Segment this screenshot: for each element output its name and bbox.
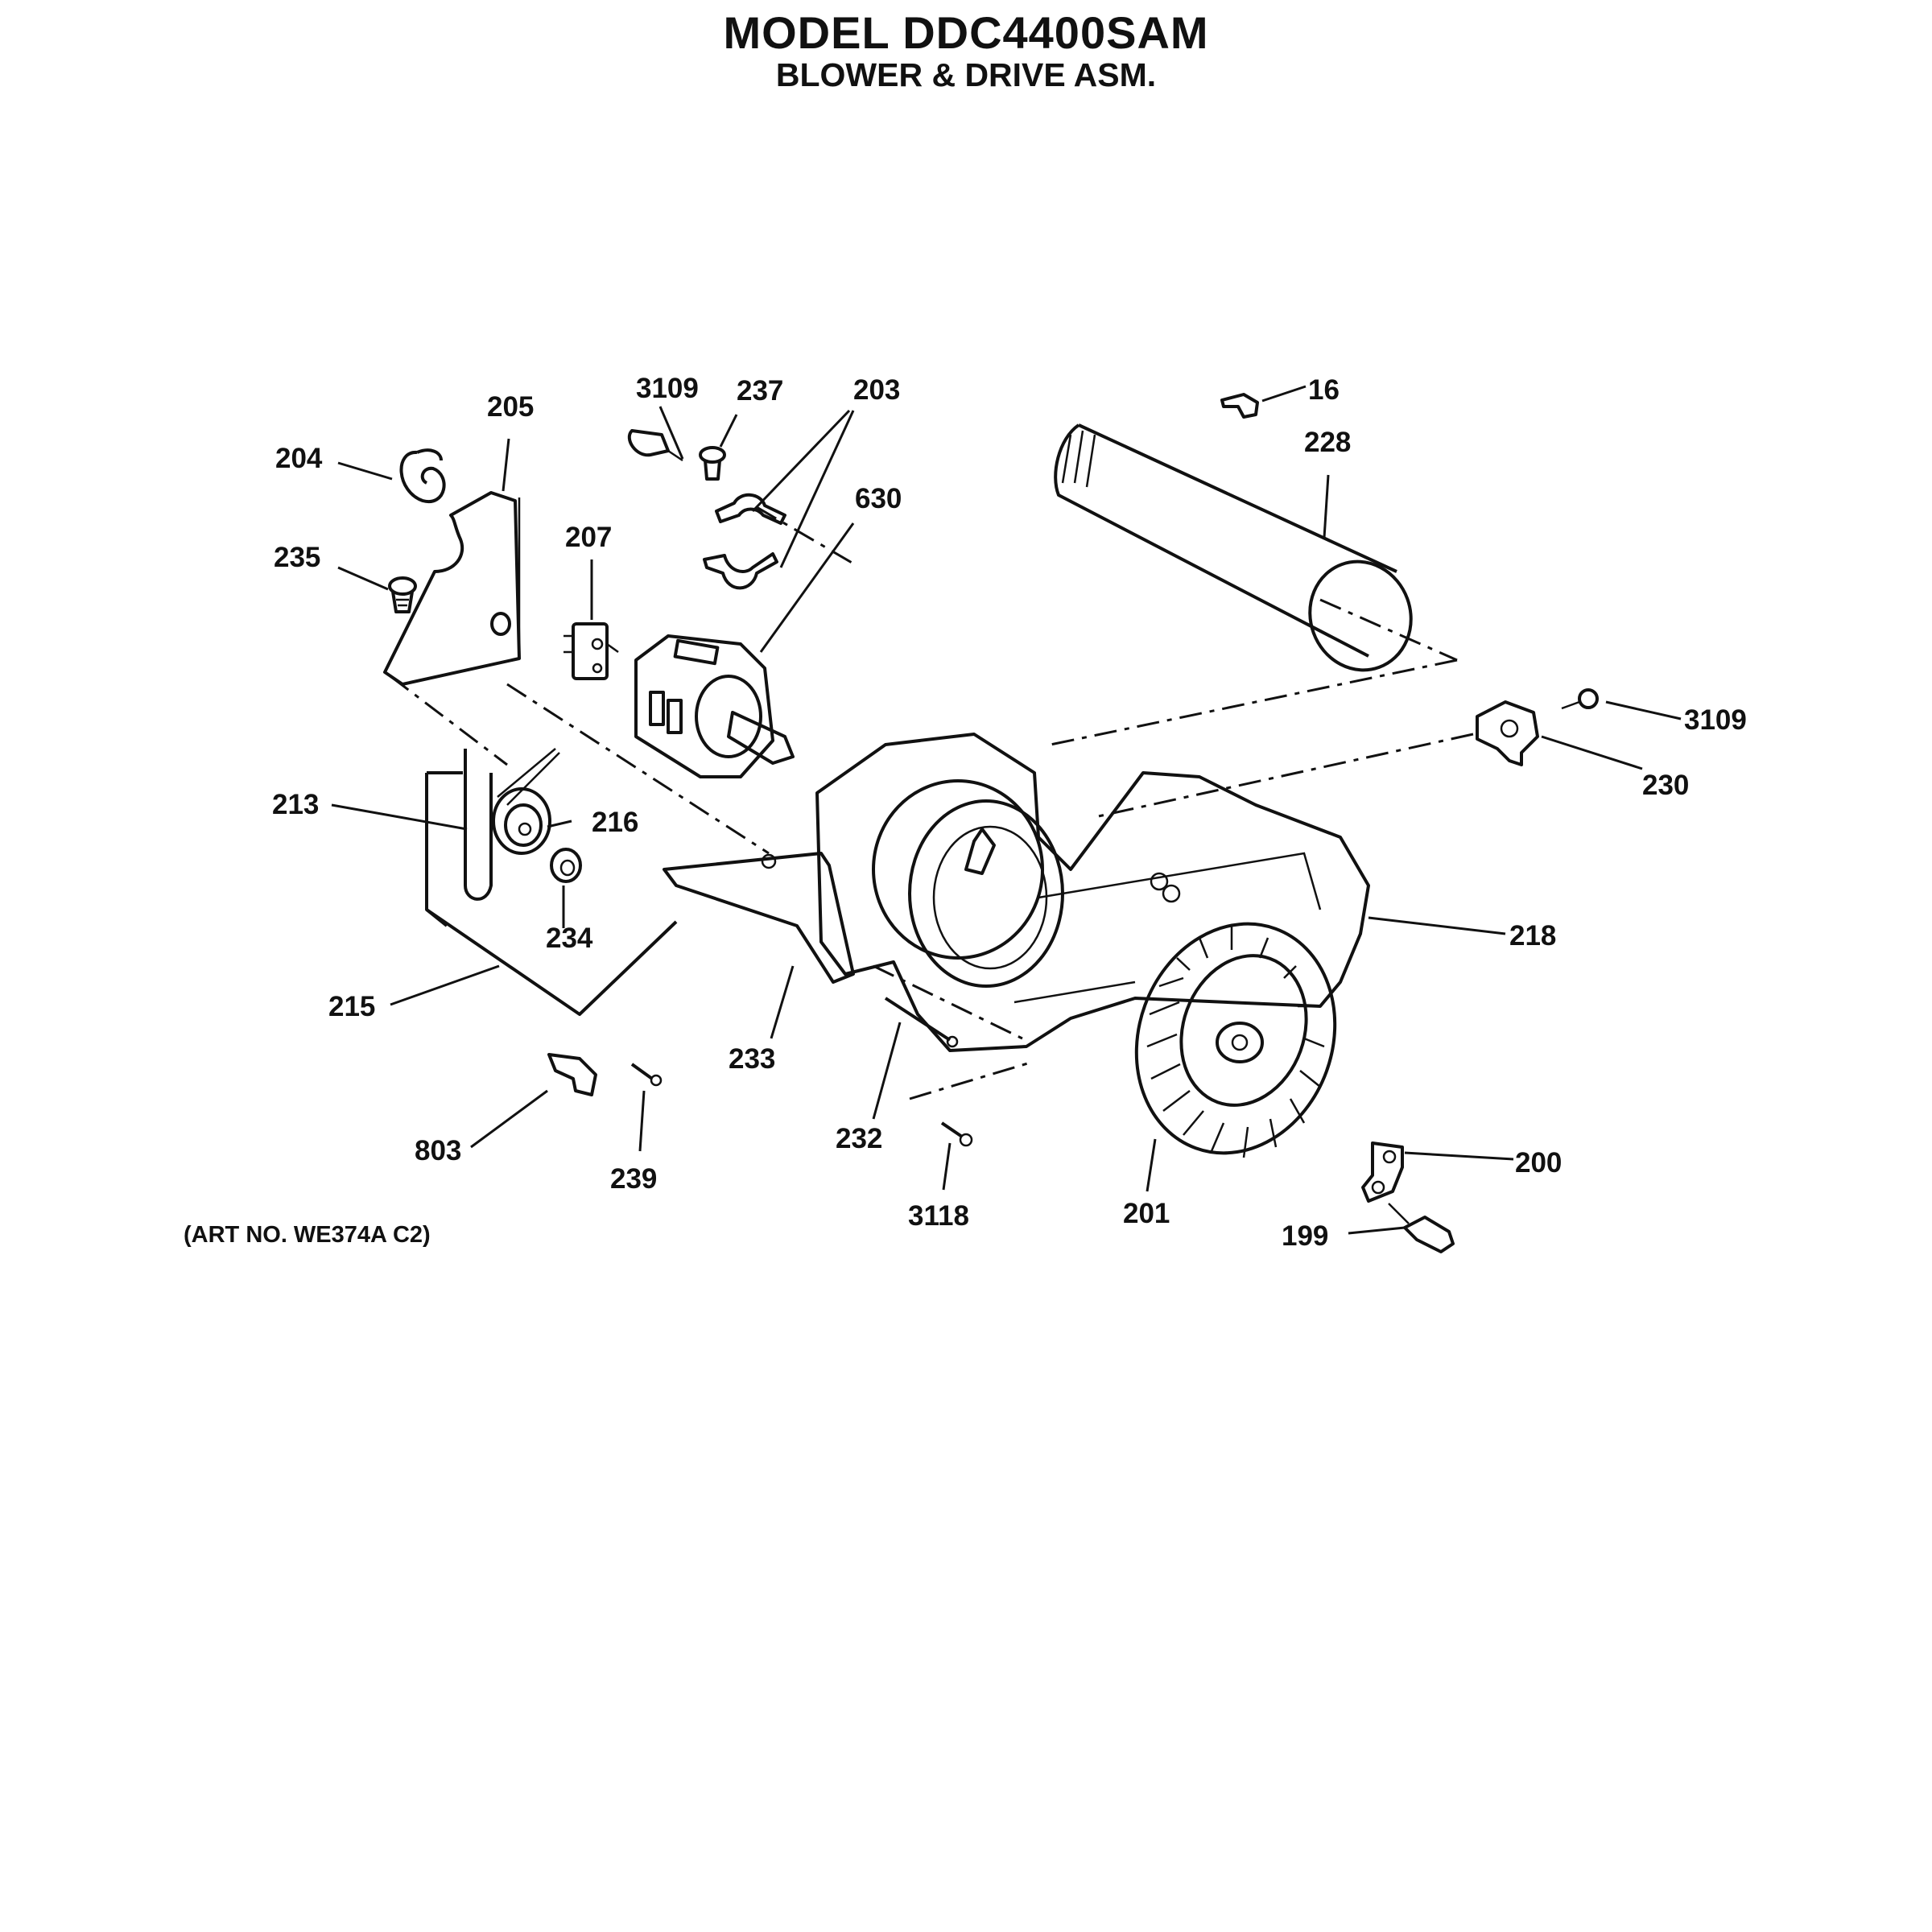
fitting-part-3109-top [627, 429, 683, 462]
idler-rod-part-215 [425, 908, 678, 1016]
callout-3109-right: 3109 [1684, 704, 1747, 736]
screw-part-3118 [940, 1121, 973, 1147]
blower-wheel-part-201 [1134, 922, 1337, 1158]
callout-201: 201 [1123, 1198, 1170, 1229]
leader-lines [331, 385, 1682, 1235]
callout-216: 216 [592, 807, 639, 838]
callout-207: 207 [565, 522, 613, 553]
connector-part-803 [547, 1053, 597, 1096]
thermostat-part-230 [1476, 700, 1539, 766]
callout-232: 232 [836, 1123, 883, 1154]
callout-239: 239 [610, 1163, 658, 1195]
callout-218: 218 [1509, 920, 1557, 952]
duct-tube-part-228 [1054, 423, 1413, 672]
assembly-lines [390, 506, 1474, 1100]
screw-part-239 [630, 1063, 663, 1087]
callout-230: 230 [1642, 770, 1690, 801]
callout-803: 803 [415, 1135, 462, 1166]
callout-234: 234 [546, 923, 593, 954]
rod-part-232 [884, 997, 959, 1048]
blower-housing-part-218 [815, 733, 1370, 1052]
diagram-subtitle: BLOWER & DRIVE ASM. [775, 56, 1157, 93]
callout-630: 630 [855, 483, 902, 514]
callout-237: 237 [737, 375, 784, 407]
callout-3118: 3118 [908, 1200, 969, 1232]
callout-228: 228 [1304, 427, 1352, 458]
clip-part-16 [1220, 393, 1259, 419]
bracket-plate-part-205 [383, 491, 521, 686]
callout-213: 213 [272, 789, 320, 820]
callout-215: 215 [328, 991, 376, 1022]
base-rail-part-233 [663, 852, 855, 984]
callout-205: 205 [487, 391, 535, 423]
callout-204: 204 [275, 443, 323, 474]
clamp-part-203-upper [715, 493, 786, 525]
idler-pulley-part-216 [492, 748, 560, 855]
clip-plate-part-200 [1361, 1141, 1404, 1203]
callout-200: 200 [1515, 1147, 1563, 1179]
idler-bracket-part-213 [425, 749, 493, 927]
callout-233: 233 [729, 1043, 776, 1075]
art-number: (ART NO. WE374A C2) [184, 1222, 431, 1248]
motor-part-630 [634, 634, 795, 778]
callout-3109-top: 3109 [636, 373, 699, 404]
callout-235: 235 [274, 542, 321, 573]
screw-part-235 [388, 576, 417, 613]
diagram-title: MODEL DDC4400SAM [723, 7, 1209, 58]
switch-part-207 [564, 622, 619, 680]
hose-clip-part-204 [399, 448, 446, 504]
bearing-part-234 [550, 848, 582, 883]
callout-203: 203 [853, 374, 901, 406]
callout-16: 16 [1308, 374, 1340, 406]
screw-part-237 [699, 446, 726, 481]
clamp-part-203-lower [703, 552, 778, 590]
screw-part-3109-right [1561, 688, 1599, 710]
screw-part-199 [1388, 1203, 1455, 1253]
callout-199: 199 [1282, 1220, 1329, 1252]
